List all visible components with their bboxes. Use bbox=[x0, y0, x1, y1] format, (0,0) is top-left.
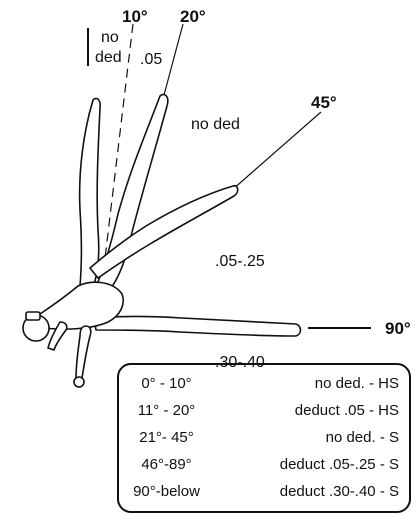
legend-row: 46°-89° deduct .05-.25 - S bbox=[119, 455, 409, 475]
legend-deduction: deduct .05 - HS bbox=[295, 401, 399, 421]
legend-deduction: no ded. - HS bbox=[315, 374, 399, 394]
zone-label-no-ded: no ded bbox=[191, 117, 240, 133]
legend-row: 0° - 10° no ded. - HS bbox=[119, 374, 409, 394]
legend-row: 11° - 20° deduct .05 - HS bbox=[119, 401, 409, 421]
twenty-degree-label: 20° bbox=[180, 8, 206, 25]
support-arm bbox=[76, 326, 91, 378]
legend-range: 21°- 45° bbox=[119, 428, 214, 448]
hair-bun bbox=[26, 312, 40, 320]
legend-range: 11° - 20° bbox=[119, 401, 214, 421]
legend-deduction: deduct .05-.25 - S bbox=[280, 455, 399, 475]
gymnast-figures bbox=[23, 94, 301, 387]
hand bbox=[74, 377, 84, 387]
legend-row: 21°- 45° no ded. - S bbox=[119, 428, 409, 448]
legend-deduction: deduct .30-.40 - S bbox=[280, 482, 399, 502]
deduction-legend: 0° - 10° no ded. - HS 11° - 20° deduct .… bbox=[117, 363, 411, 513]
zone-label-05-25: .05-.25 bbox=[215, 254, 265, 270]
ten-degree-label: 10° bbox=[122, 8, 148, 25]
legend-range: 0° - 10° bbox=[119, 374, 214, 394]
legend-range: 46°-89° bbox=[119, 455, 214, 475]
forty-five-degree-line bbox=[232, 112, 321, 190]
zone-label-no-small-line2: ded bbox=[95, 50, 122, 66]
legend-row: 90°-below deduct .30-.40 - S bbox=[119, 482, 409, 502]
legend-deduction: no ded. - S bbox=[326, 428, 399, 448]
zone-label-05: .05 bbox=[140, 52, 162, 68]
ninety-degree-label: 90° bbox=[385, 320, 411, 337]
zone-label-no-small-line1: no bbox=[101, 30, 119, 46]
legend-range: 90°-below bbox=[119, 482, 214, 502]
forty-five-degree-label: 45° bbox=[311, 94, 337, 111]
horizontal-leg bbox=[94, 317, 301, 337]
